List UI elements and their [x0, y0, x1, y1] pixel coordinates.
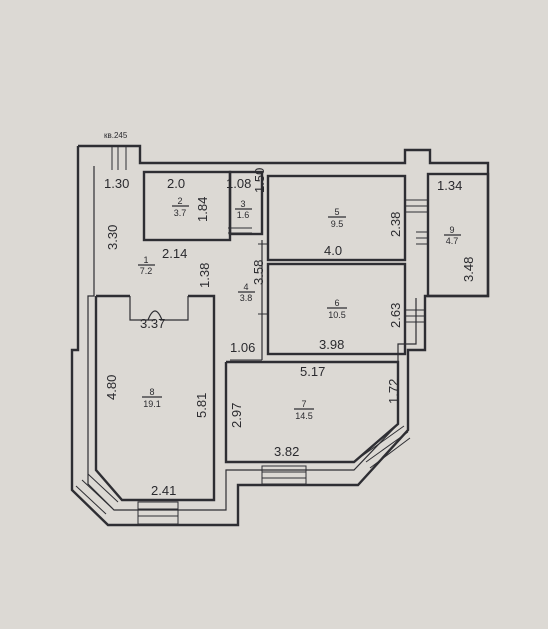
room-9-number: 9	[449, 225, 454, 235]
room-1-number: 1	[143, 255, 148, 265]
dim-4-80: 4.80	[104, 375, 119, 400]
interior-walls	[94, 170, 490, 502]
room-6-number: 6	[334, 298, 339, 308]
apartment-tag: кв.245	[104, 131, 128, 140]
dim-3-37: 3.37	[140, 316, 165, 331]
room-2-number: 2	[177, 196, 182, 206]
room-7-number: 7	[301, 399, 306, 409]
room-3-area: 1.6	[237, 210, 250, 220]
room-8-number: 8	[149, 387, 154, 397]
room-5-area: 9.5	[331, 219, 344, 229]
dim-2-38: 2.38	[388, 212, 403, 237]
room-4-area: 3.8	[240, 293, 253, 303]
room-9-area: 4.7	[446, 236, 459, 246]
room-labels: 1 7.2 2 3.7 3 1.6 4 3.8 5 9.5 6 10.5 7 1…	[138, 196, 461, 421]
dim-2-0: 2.0	[167, 176, 185, 191]
wall-room-3	[228, 170, 264, 236]
windows	[75, 146, 428, 525]
room-4-number: 4	[243, 282, 248, 292]
dim-5-81: 5.81	[194, 393, 209, 418]
dim-2-97: 2.97	[229, 403, 244, 428]
door-room-8	[129, 296, 189, 321]
dim-5-17: 5.17	[300, 364, 325, 379]
room-8-area: 19.1	[143, 399, 161, 409]
outer-walls	[70, 144, 490, 527]
dim-2-63: 2.63	[388, 303, 403, 328]
dim-2-14: 2.14	[162, 246, 187, 261]
wall-room-8	[94, 294, 216, 502]
dim-4-0: 4.0	[324, 243, 342, 258]
wall-room-9	[426, 172, 490, 298]
dim-3-48: 3.48	[461, 257, 476, 282]
dim-2-41: 2.41	[151, 483, 176, 498]
wall-room-6	[266, 262, 407, 356]
room-6-area: 10.5	[328, 310, 346, 320]
dim-1-72: 1.72	[386, 379, 401, 404]
room-2-area: 3.7	[174, 208, 187, 218]
dim-3-98: 3.98	[319, 337, 344, 352]
dim-1-06: 1.06	[230, 340, 255, 355]
dim-3-30: 3.30	[105, 225, 120, 250]
wall-room-7	[224, 360, 400, 464]
dim-1-84: 1.84	[195, 197, 210, 222]
room-1-area: 7.2	[140, 266, 153, 276]
room-3-number: 3	[240, 199, 245, 209]
dimension-labels: 1.30 2.0 1.08 1.50 1.84 3.30 2.14 1.38 3…	[104, 168, 476, 498]
room-7-area: 14.5	[295, 411, 313, 421]
dim-1-38: 1.38	[197, 263, 212, 288]
dim-3-58: 3.58	[251, 260, 266, 285]
dim-1-50: 1.50	[252, 168, 267, 193]
dim-1-34: 1.34	[437, 178, 462, 193]
wall-room-5	[266, 174, 407, 262]
dim-3-82: 3.82	[274, 444, 299, 459]
room-5-number: 5	[334, 207, 339, 217]
dim-1-30: 1.30	[104, 176, 129, 191]
dim-1-08: 1.08	[226, 176, 251, 191]
